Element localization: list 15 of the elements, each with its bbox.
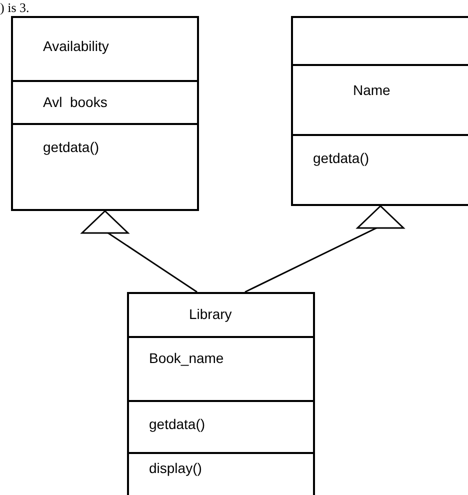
class-member: Name	[352, 81, 390, 98]
class-member: display()	[148, 459, 202, 476]
inheritance-arrow	[244, 205, 404, 293]
class-member: Book_name	[148, 349, 224, 366]
inheritance-arrow	[81, 210, 198, 293]
class-member: Avl books	[42, 93, 108, 110]
class-name: Availability	[42, 37, 109, 54]
note-text: ) is 3.	[0, 0, 30, 16]
class-box	[127, 292, 315, 495]
class-member: getdata()	[312, 149, 370, 166]
class-box	[291, 16, 468, 206]
class-member: getdata()	[42, 138, 100, 155]
class-box	[11, 16, 199, 211]
class-member: getdata()	[148, 415, 206, 432]
class-name: Library	[188, 305, 232, 322]
